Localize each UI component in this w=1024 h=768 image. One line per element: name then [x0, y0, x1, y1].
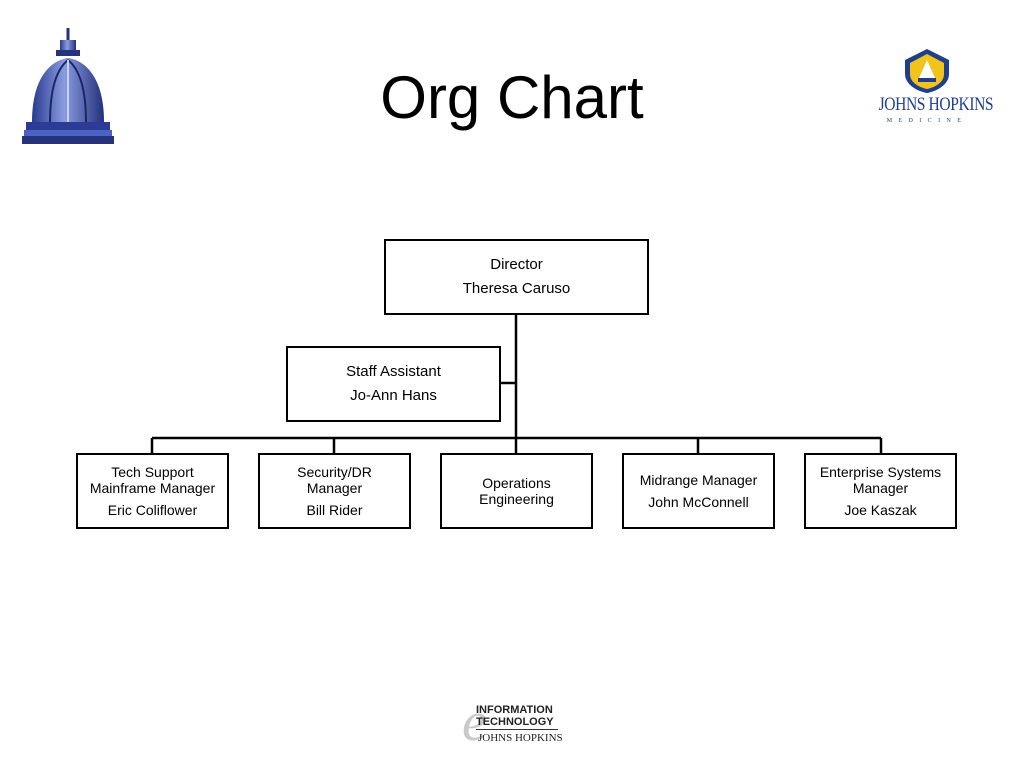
it-logo-divider: [476, 729, 558, 730]
node-name: Eric Coliflower: [107, 502, 198, 518]
node-role-line1: Security/DR: [297, 464, 372, 480]
node-role-line2: Manager: [306, 480, 363, 496]
node-role-line1: Midrange Manager: [639, 472, 758, 488]
org-node-staff-assistant: Staff Assistant Jo-Ann Hans: [286, 346, 501, 422]
capitol-dome-icon: [22, 28, 114, 144]
it-logo-line2: TECHNOLOGY: [476, 716, 554, 728]
node-name: Jo-Ann Hans: [350, 387, 437, 404]
org-node-operations: Operations Engineering: [440, 453, 593, 529]
node-role: Director: [490, 256, 543, 273]
node-name: Bill Rider: [306, 502, 363, 518]
node-role-line1: Operations: [482, 475, 551, 491]
it-e-icon: e: [462, 691, 487, 753]
johns-hopkins-logo: JOHNS HOPKINS MEDICINE: [868, 48, 994, 130]
node-name: John McConnell: [648, 494, 749, 510]
org-node-tech-support: Tech Support Mainframe Manager Eric Coli…: [76, 453, 229, 529]
node-role-line2: Manager: [852, 480, 909, 496]
node-name: Theresa Caruso: [462, 280, 571, 297]
it-logo-line3: JOHNS HOPKINS: [478, 732, 563, 744]
it-logo-line1: INFORMATION: [476, 704, 553, 716]
it-johns-hopkins-logo: e INFORMATION TECHNOLOGY JOHNS HOPKINS: [462, 691, 563, 753]
node-role-line1: Tech Support: [111, 464, 194, 480]
johns-hopkins-shield-icon: [905, 49, 949, 93]
node-role-line1: Enterprise Systems: [819, 464, 942, 480]
org-node-enterprise-systems: Enterprise Systems Manager Joe Kaszak: [804, 453, 957, 529]
node-role-line2: Engineering: [479, 491, 554, 507]
node-role: Staff Assistant: [346, 363, 441, 380]
org-node-midrange: Midrange Manager John McConnell: [622, 453, 775, 529]
node-role-line2: Mainframe Manager: [89, 480, 216, 496]
johns-hopkins-wordmark: JOHNS HOPKINS: [878, 94, 994, 115]
org-node-security-dr: Security/DR Manager Bill Rider: [258, 453, 411, 529]
org-node-director: Director Theresa Caruso: [384, 239, 649, 315]
page-title: Org Chart: [380, 64, 644, 131]
node-name: Joe Kaszak: [844, 502, 917, 518]
johns-hopkins-subtitle: MEDICINE: [886, 118, 968, 124]
